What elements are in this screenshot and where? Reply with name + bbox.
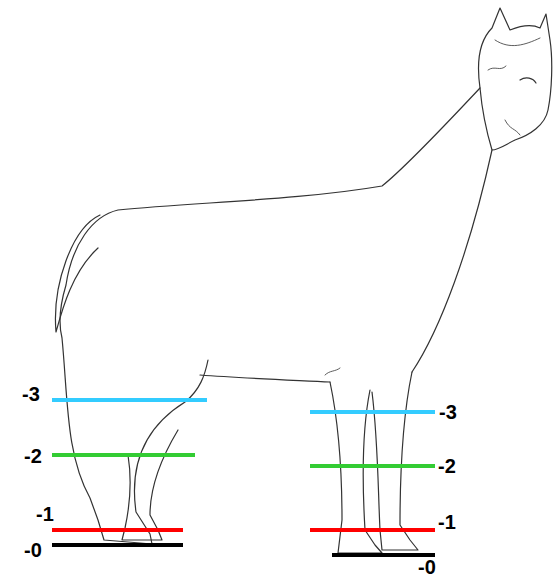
tail — [55, 215, 100, 332]
level-line — [52, 398, 207, 402]
head — [479, 8, 552, 150]
level-line — [310, 528, 435, 532]
level-number: -3 — [439, 402, 457, 422]
fleece — [488, 38, 540, 135]
belly — [200, 375, 330, 382]
level-line — [310, 410, 435, 414]
front-leg — [372, 372, 418, 550]
level-line — [52, 543, 183, 547]
level-number: -3 — [22, 384, 40, 404]
fleece — [325, 368, 340, 375]
level-number: -1 — [438, 512, 456, 532]
level-line — [52, 528, 183, 532]
back-leg — [122, 430, 178, 540]
level-number: -0 — [418, 557, 436, 577]
level-number: -2 — [24, 446, 42, 466]
neck-front — [412, 150, 492, 372]
level-number: -1 — [36, 504, 54, 524]
level-number: -0 — [24, 540, 42, 560]
body-outline — [60, 88, 480, 544]
level-line — [52, 453, 195, 457]
level-line — [310, 464, 435, 468]
level-number: -2 — [438, 456, 456, 476]
eye — [520, 78, 536, 83]
